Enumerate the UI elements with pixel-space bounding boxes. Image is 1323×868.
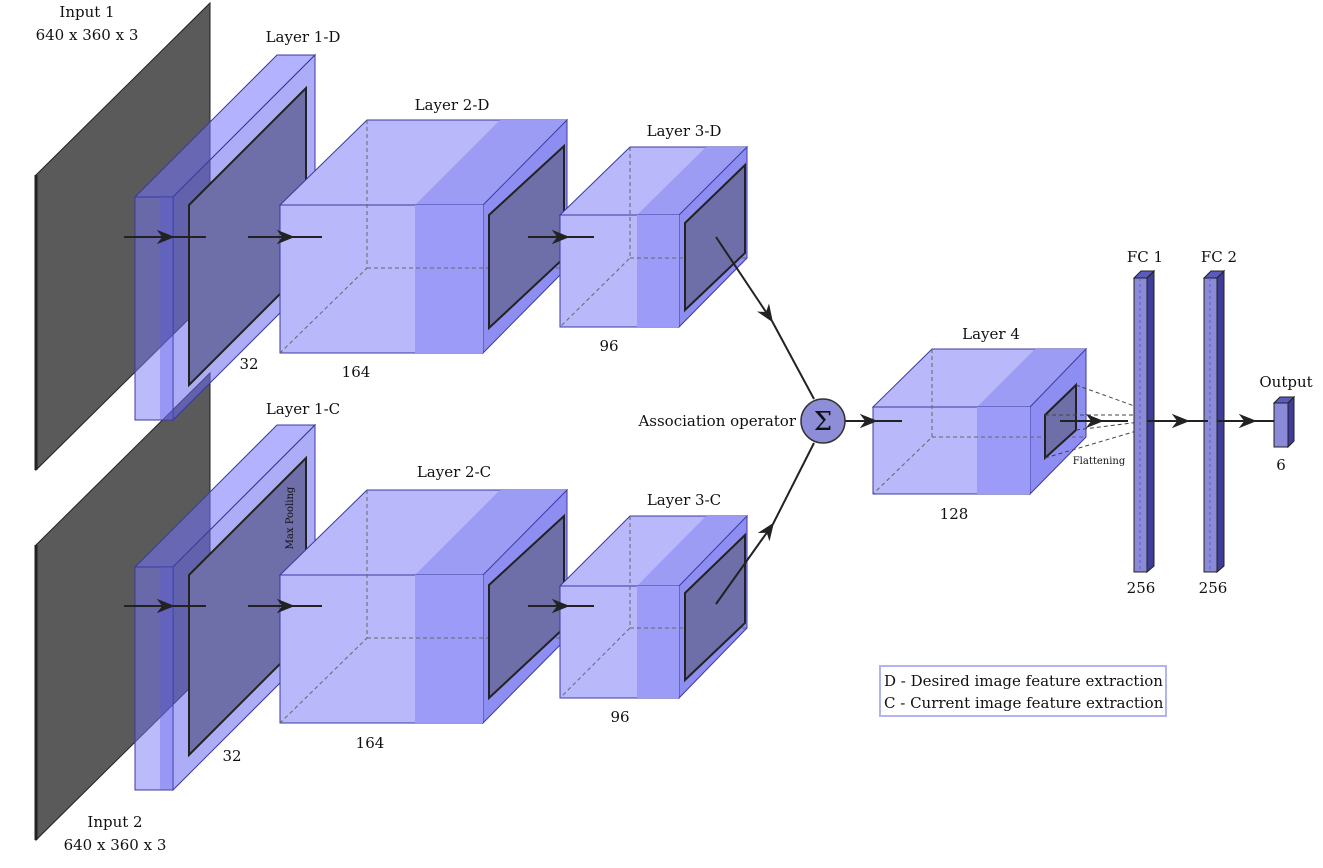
layer-3d-block bbox=[558, 145, 749, 329]
layer-1c-size: 32 bbox=[222, 747, 241, 765]
fc2-block bbox=[1202, 269, 1226, 574]
fc1-name: FC 1 bbox=[1127, 248, 1163, 266]
layer-4-size: 128 bbox=[940, 505, 969, 523]
layer-2c-size: 164 bbox=[356, 734, 385, 752]
layer-4-block bbox=[871, 347, 1141, 496]
layer-3c-name: Layer 3-C bbox=[647, 491, 721, 509]
flow-arrows bbox=[124, 229, 1274, 614]
output-block bbox=[1272, 395, 1296, 449]
output-name: Output bbox=[1259, 373, 1312, 391]
legend-item-c: C - Current image feature extraction bbox=[884, 694, 1164, 712]
association-operator: Σ bbox=[800, 398, 846, 444]
layer-1d-block bbox=[133, 53, 317, 422]
fc1-size: 256 bbox=[1127, 579, 1156, 597]
max-pooling-note: Max Pooling bbox=[285, 486, 296, 549]
layer-3c-size: 96 bbox=[610, 708, 629, 726]
layer-1d-size: 32 bbox=[239, 355, 258, 373]
layer-1c-block bbox=[133, 423, 317, 792]
layer-2c-block bbox=[278, 488, 569, 725]
fc2-name: FC 2 bbox=[1201, 248, 1237, 266]
layer-4-name: Layer 4 bbox=[962, 325, 1020, 343]
legend: D - Desired image feature extraction C -… bbox=[879, 665, 1167, 717]
layer-3d-name: Layer 3-D bbox=[647, 122, 722, 140]
layer-2c-name: Layer 2-C bbox=[417, 463, 491, 481]
layer-2d-name: Layer 2-D bbox=[415, 96, 490, 114]
layer-3d-size: 96 bbox=[599, 337, 618, 355]
output-size: 6 bbox=[1276, 456, 1286, 474]
fc2-size: 256 bbox=[1199, 579, 1228, 597]
legend-item-d: D - Desired image feature extraction bbox=[884, 672, 1163, 690]
sigma-symbol: Σ bbox=[814, 407, 832, 437]
input-2-name: Input 2 bbox=[87, 813, 142, 831]
input-1-dims: 640 x 360 x 3 bbox=[36, 26, 139, 44]
association-operator-label: Association operator bbox=[637, 412, 796, 430]
flattening-note: Flattening bbox=[1073, 456, 1126, 467]
layer-2d-block bbox=[278, 118, 569, 355]
layer-3c-block bbox=[558, 514, 749, 700]
layer-2d-size: 164 bbox=[342, 363, 371, 381]
input-1-name: Input 1 bbox=[59, 3, 114, 21]
input-2-dims: 640 x 360 x 3 bbox=[64, 836, 167, 854]
layer-1c-name: Layer 1-C bbox=[266, 400, 340, 418]
layer-1d-name: Layer 1-D bbox=[266, 28, 341, 46]
